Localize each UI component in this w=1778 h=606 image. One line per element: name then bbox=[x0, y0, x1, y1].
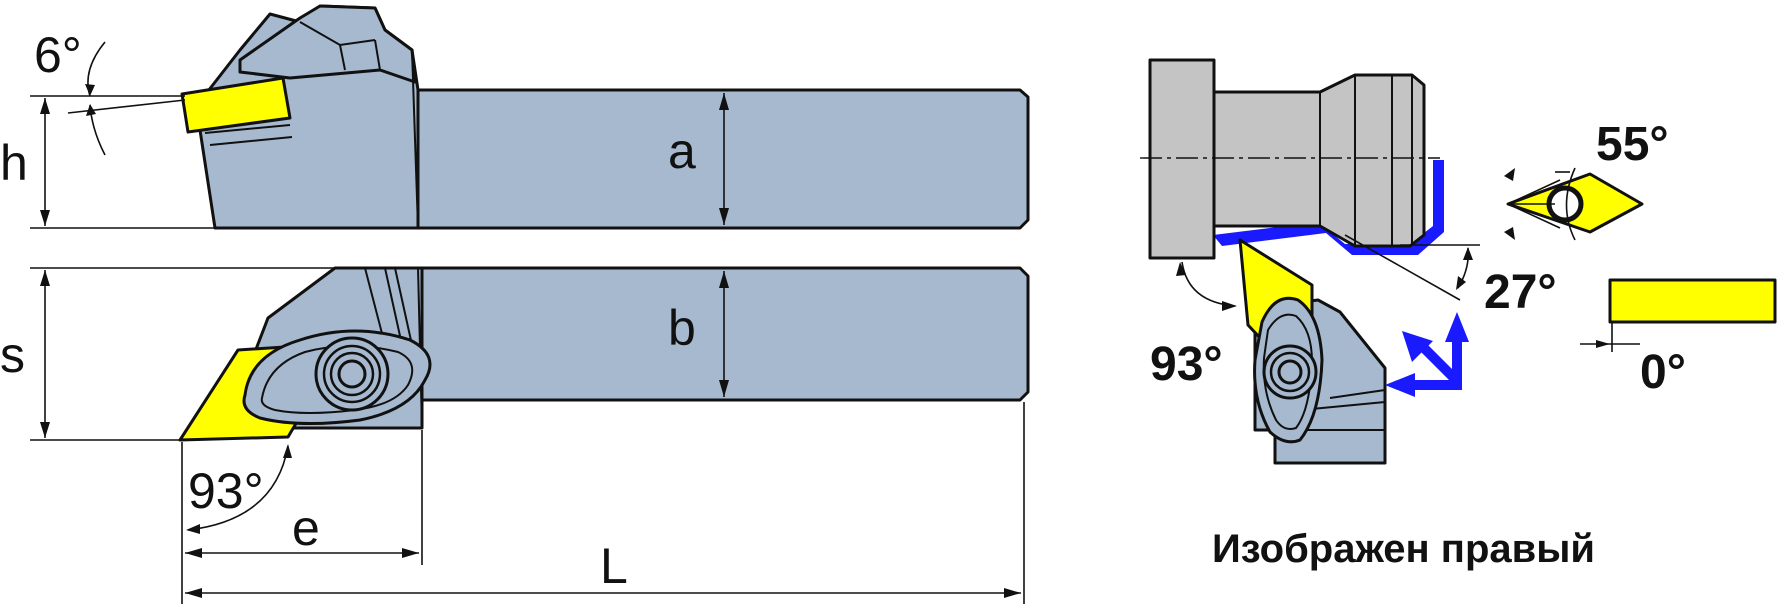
insert-side-view bbox=[1608, 278, 1777, 324]
feed-direction-arrows bbox=[1385, 312, 1469, 397]
label-e: e bbox=[292, 500, 320, 556]
labels: 6° h a b s 93° e L 93° 27° 55° 0° Изобра… bbox=[0, 27, 1686, 594]
head-view bbox=[1140, 58, 1480, 465]
label-6-deg: 6° bbox=[34, 27, 82, 83]
side-view-shank bbox=[416, 88, 1030, 230]
label-b: b bbox=[668, 300, 696, 356]
label-L: L bbox=[600, 538, 628, 594]
caption: Изображен правый bbox=[1212, 527, 1595, 571]
label-0-deg: 0° bbox=[1640, 346, 1686, 399]
head-view-flange bbox=[1148, 58, 1216, 260]
top-view-screw bbox=[314, 336, 390, 412]
side-view bbox=[30, 4, 1030, 230]
label-55-deg: 55° bbox=[1596, 118, 1669, 171]
label-h: h bbox=[0, 135, 28, 191]
top-view bbox=[30, 266, 1030, 604]
label-s: s bbox=[0, 327, 25, 383]
head-view-screw bbox=[1262, 344, 1318, 400]
label-93-deg-side: 93° bbox=[188, 463, 264, 519]
label-93-deg-head: 93° bbox=[1150, 338, 1223, 391]
side-view-insert bbox=[180, 76, 292, 134]
head-view-blue-outline bbox=[1213, 160, 1444, 255]
insert-detail bbox=[1504, 167, 1777, 352]
label-27-deg: 27° bbox=[1484, 266, 1557, 319]
label-a: a bbox=[668, 123, 696, 179]
